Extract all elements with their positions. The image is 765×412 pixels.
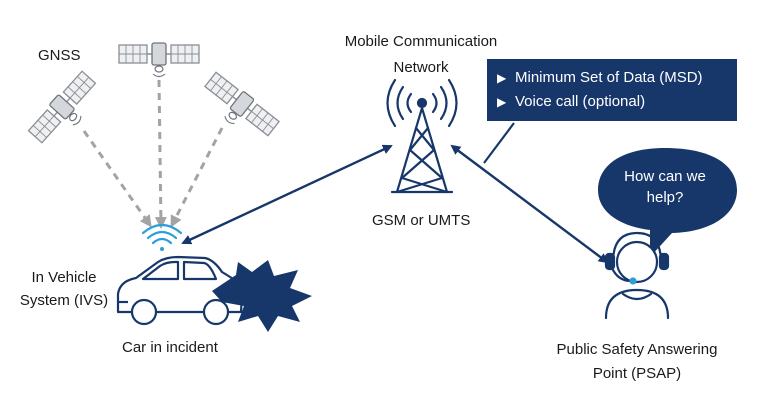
gnss-signal-arrow (154, 79, 167, 229)
crash-burst-icon (212, 260, 312, 332)
bullet-icon: ▶ (497, 95, 507, 109)
network-psap-link-arrow (450, 144, 609, 264)
network-label-line2: Network (393, 59, 449, 76)
info-box-pointer (483, 122, 515, 164)
psap-label-line2: Point (PSAP) (592, 365, 682, 382)
gnss-signal-arrow (82, 130, 152, 228)
satellite-icon (118, 42, 200, 78)
psap-label-line1: Public Safety Answering (556, 341, 718, 358)
satellite-icon (195, 70, 281, 148)
speech-bubble-text: How can we help? (606, 166, 724, 208)
ivs-label-line2: System (IVS) (19, 292, 109, 309)
info-item-label: Voice call (optional) (515, 93, 646, 110)
info-item-voice: ▶ Voice call (optional) (497, 90, 727, 114)
ivs-label: In Vehicle System (IVS) (14, 268, 114, 310)
bullet-icon: ▶ (497, 71, 507, 85)
speech-line2: help? (646, 189, 684, 206)
psap-label: Public Safety Answering Point (PSAP) (532, 340, 742, 383)
gnss-label: GNSS (38, 47, 81, 64)
network-label-line1: Mobile Communication (344, 33, 498, 50)
speech-bubble (598, 148, 737, 257)
tower-icon (386, 78, 458, 194)
info-item-label: Minimum Set of Data (MSD) (515, 69, 703, 86)
wifi-icon (141, 223, 183, 251)
satellite-icon (26, 69, 107, 153)
car-label: Car in incident (122, 339, 218, 356)
speech-line1: How can we (624, 168, 706, 185)
msd-info-box: ▶ Minimum Set of Data (MSD) ▶ Voice call (… (487, 59, 737, 121)
network-label: Mobile Communication Network (330, 32, 512, 77)
operator-icon (604, 231, 670, 320)
ivs-label-line1: In Vehicle (31, 269, 97, 286)
tower-label: GSM or UMTS (372, 212, 471, 229)
car-icon (116, 255, 244, 326)
gnss-signal-arrow (170, 127, 224, 228)
info-item-msd: ▶ Minimum Set of Data (MSD) (497, 66, 727, 90)
car-network-link-arrow (181, 144, 393, 245)
